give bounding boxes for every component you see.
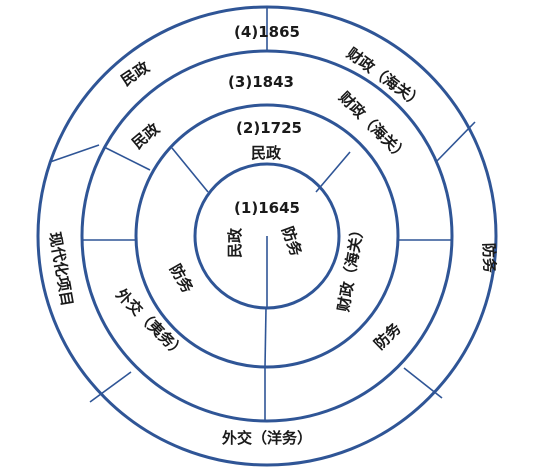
ring-4-sector-min-zheng: 民政 [118,57,154,89]
ring-4-sector-modernization: 现代化项目 [46,231,77,308]
ring-1-sector-fang-wu: 防务 [278,224,306,259]
ring-2-divider-top-left [171,147,209,193]
ring-4-divider-bottom-left [89,371,132,403]
ring-4-divider-bottom-right [403,367,443,399]
ring-4-divider-top-left [49,144,100,163]
ring-1-year: (1)1645 [234,199,300,217]
ring-2-circle [134,103,400,369]
ring-4-divider-right [435,121,476,163]
ring-2-divider-top-right [315,151,351,193]
ring-3-year: (3)1843 [228,73,294,91]
ring-3-divider-top-left [103,146,151,171]
ring-2-divider-bottom [264,307,267,368]
ring-3-sector-min-zheng: 民政 [129,119,164,153]
ring-2-year: (2)1725 [236,119,302,137]
ring-4-sector-fang-wu: 防务 [479,243,498,275]
ring-4-sector-wai-jiao: 外交（洋务） [221,429,312,447]
ring-3-sector-fang-wu: 防务 [370,319,405,353]
ring-4-year: (4)1865 [234,23,300,41]
ring-2-sector-min-zheng: 民政 [251,144,282,162]
ring-1-sector-min-zheng: 民政 [226,227,244,258]
ring-2-sector-fang-wu: 防务 [166,261,197,297]
